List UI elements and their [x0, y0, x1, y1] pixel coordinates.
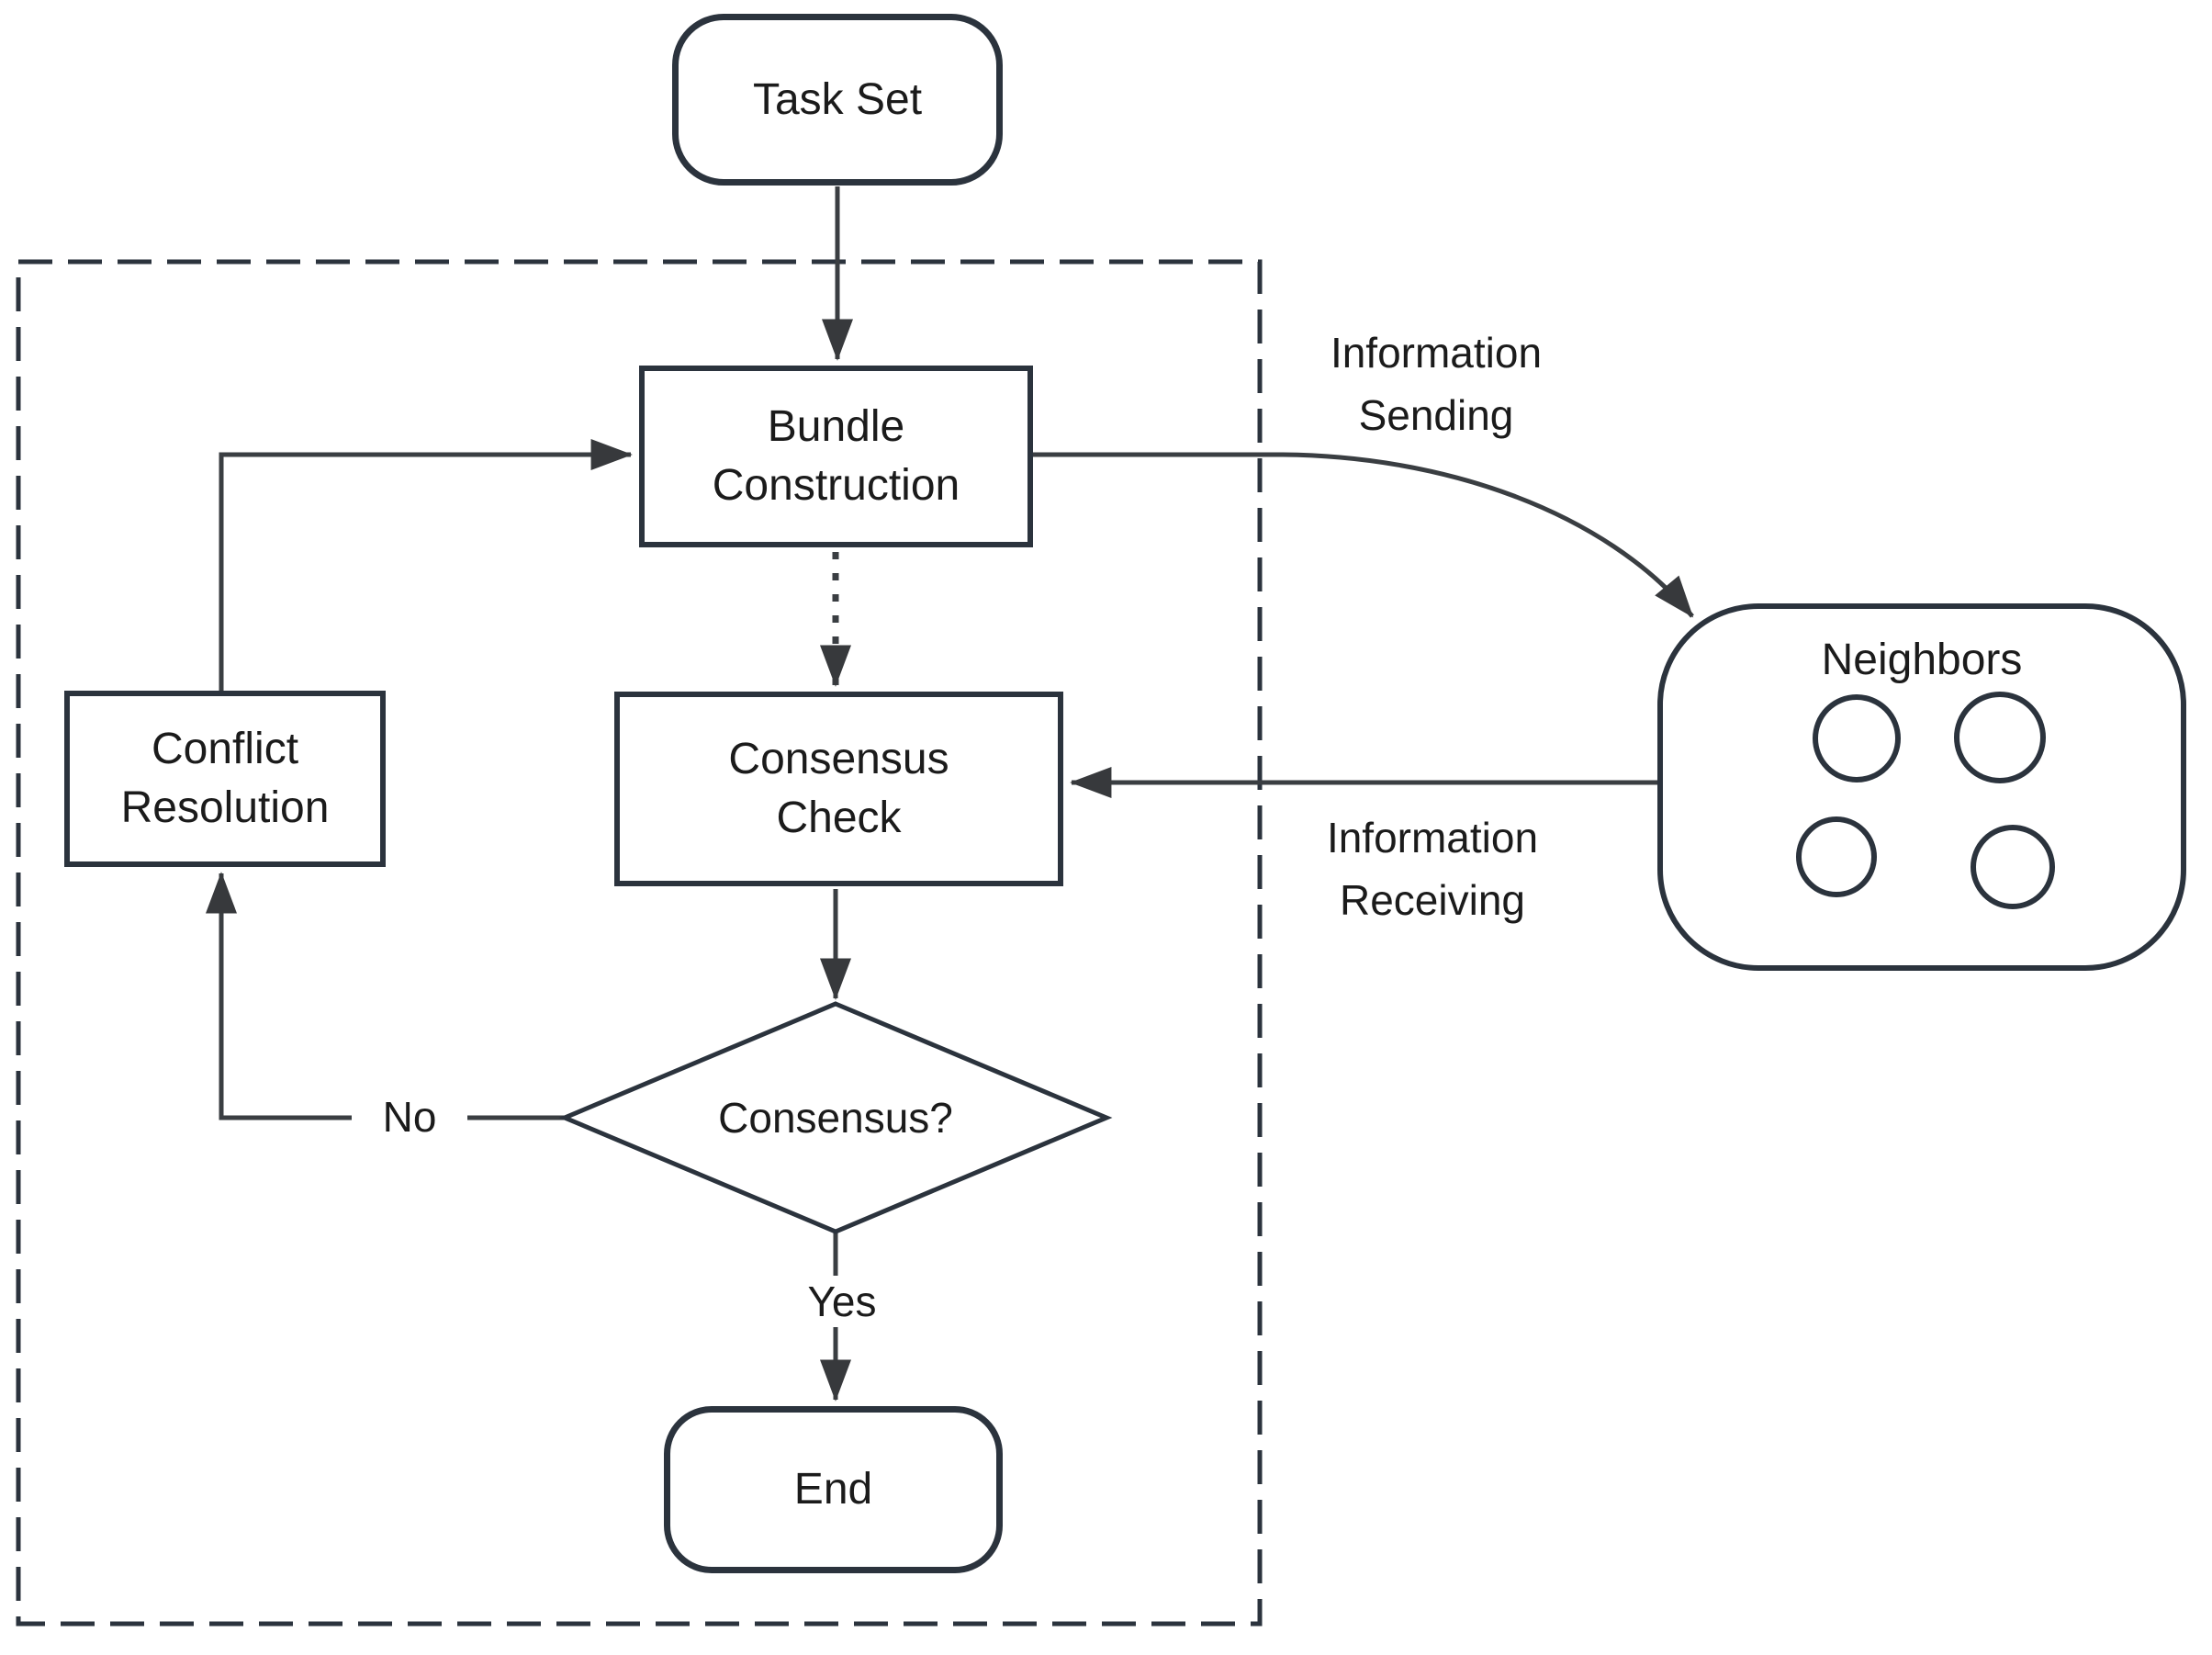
- edge-label-yes: Yes: [791, 1276, 893, 1327]
- node-task-set: Task Set: [672, 14, 1003, 186]
- node-conflict-resolution-label: Conflict Resolution: [120, 725, 330, 832]
- neighbor-agent-circle-3: [1796, 816, 1877, 897]
- neighbor-agent-circle-1: [1813, 694, 1901, 782]
- decision-label-text: Consensus?: [718, 1094, 953, 1142]
- edge-label-no: No: [352, 1091, 467, 1143]
- edge-information-sending: [1033, 452, 1694, 618]
- agent-boundary-dashed-box: [16, 259, 1263, 1627]
- edge-decision-no-to-conflict: [206, 872, 565, 1120]
- node-bundle-construction: Bundle Construction: [639, 366, 1033, 547]
- neighbor-agent-circle-4: [1971, 825, 2055, 909]
- edge-label-information-receiving-text: Information Receiving: [1326, 814, 1539, 924]
- neighbor-agent-circle-2: [1954, 692, 2046, 783]
- edge-label-no-text: No: [382, 1093, 437, 1141]
- node-task-set-label: Task Set: [752, 74, 923, 124]
- node-end-label: End: [793, 1465, 873, 1514]
- edge-conflict-to-bundle: [219, 439, 633, 692]
- edge-label-information-sending-text: Information Sending: [1330, 329, 1543, 439]
- node-consensus-check-label: Consensus Check: [728, 735, 949, 842]
- edge-label-information-sending: Information Sending: [1252, 320, 1620, 448]
- neighbors-title: Neighbors: [1821, 636, 2023, 684]
- node-neighbors: Neighbors: [1657, 603, 2186, 971]
- decision-diamond: [558, 1001, 1113, 1234]
- edge-label-yes-text: Yes: [807, 1278, 877, 1325]
- node-conflict-resolution: Conflict Resolution: [64, 691, 386, 867]
- node-end: End: [664, 1406, 1003, 1573]
- node-consensus-check: Consensus Check: [614, 692, 1063, 886]
- node-bundle-construction-label: Bundle Construction: [712, 402, 960, 510]
- decision-label: Consensus?: [606, 1092, 1065, 1143]
- edge-label-information-receiving: Information Receiving: [1249, 805, 1616, 933]
